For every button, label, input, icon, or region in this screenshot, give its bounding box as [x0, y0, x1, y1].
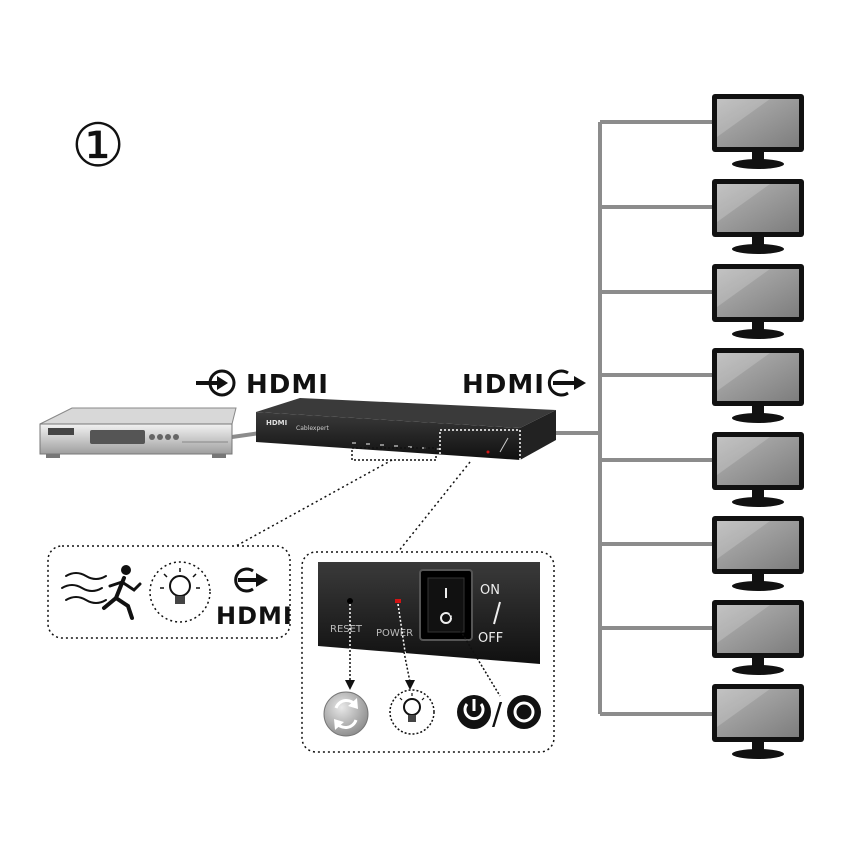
switch-off-label: OFF: [478, 631, 503, 646]
legend-hdmi-text: HDMI: [216, 602, 293, 630]
switch-on-label: ON: [480, 583, 500, 598]
display-monitor: [712, 516, 804, 591]
hdmi-splitter: HDMI Cablexpert: [256, 398, 556, 463]
control-callout-leader: [397, 461, 471, 553]
hdmi-input-arrow-icon: [196, 369, 236, 397]
off-ring-icon: [507, 695, 541, 729]
input-hdmi-text: HDMI: [246, 370, 329, 400]
display-monitor: [712, 600, 804, 675]
step-marker-text: ①: [71, 111, 125, 181]
reset-label: RESET: [330, 624, 363, 635]
hdmi-output-arrow-icon: [234, 567, 268, 593]
display-monitor: [712, 684, 804, 759]
light-bulb-icon: [389, 689, 435, 735]
reset-pinhole: [347, 598, 353, 604]
display-monitor: [712, 179, 804, 254]
output-hdmi-label: HDMI: [462, 369, 586, 400]
output-hdmi-text: HDMI: [462, 370, 545, 400]
rocker-switch: [419, 569, 473, 641]
input-hdmi-label: HDMI: [196, 369, 329, 400]
display-monitor: [712, 94, 804, 169]
splitter-badge: HDMI: [266, 419, 287, 427]
led-callout-box: [351, 447, 437, 461]
display-monitor: [712, 348, 804, 423]
led-legend-panel: HDMI: [47, 545, 293, 639]
led-callout-leader: [235, 459, 393, 547]
motion-runner-icon: [61, 565, 142, 620]
switch-slash: /: [492, 697, 503, 732]
reset-icon: [323, 691, 369, 737]
display-list: [712, 94, 804, 759]
display-monitor: [712, 264, 804, 339]
step-marker: ①: [71, 111, 125, 181]
distribution-lines: [555, 120, 716, 716]
light-bulb-icon: [149, 561, 211, 623]
power-led: [395, 599, 401, 603]
display-monitor: [712, 432, 804, 507]
source-device: [39, 407, 237, 458]
splitter-brand: Cablexpert: [296, 425, 329, 432]
control-callout-box: [439, 429, 521, 463]
control-legend-panel: RESET POWER ON OFF: [301, 551, 555, 753]
hdmi-output-arrow-icon: [547, 369, 586, 397]
power-label: POWER: [376, 628, 413, 639]
input-cable: [231, 431, 261, 439]
power-icon: [457, 695, 491, 729]
